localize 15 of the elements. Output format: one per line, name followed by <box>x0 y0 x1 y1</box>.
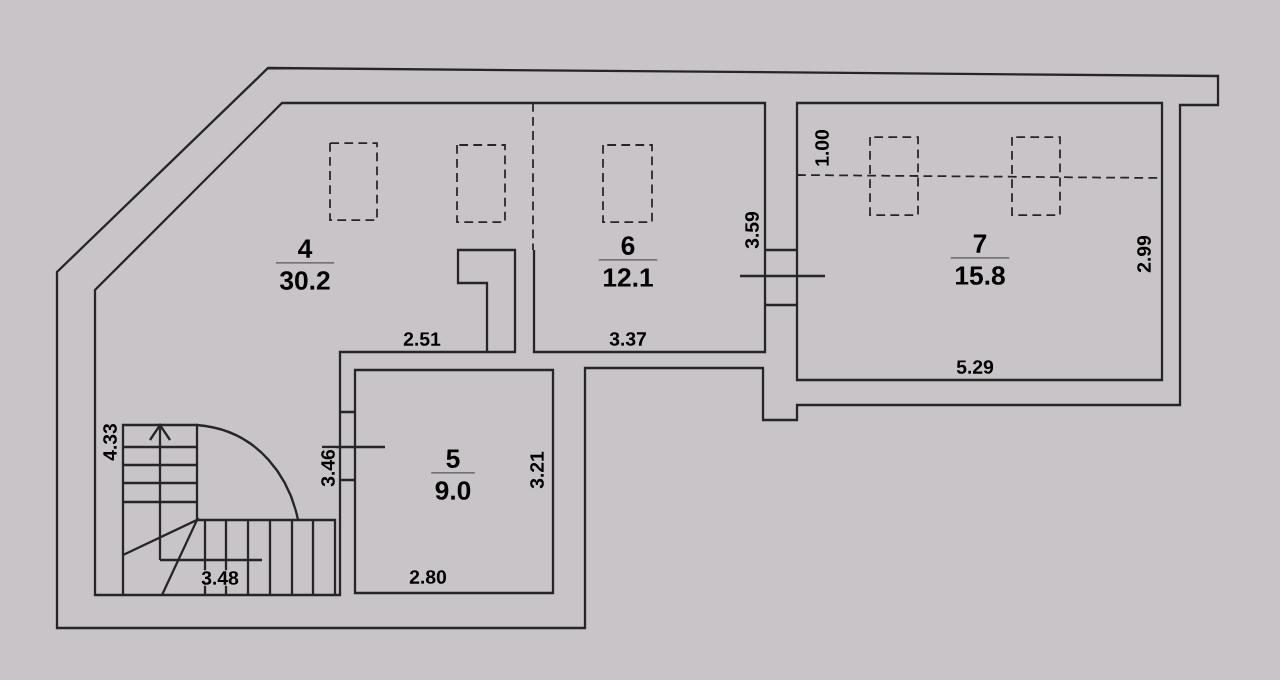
dimension-label: 3.37 <box>608 331 648 347</box>
dimension-label: 3.21 <box>529 450 545 490</box>
dimension-label: 1.00 <box>814 128 830 168</box>
dimension-label: 2.51 <box>402 331 442 347</box>
dimension-label: 3.48 <box>200 570 240 586</box>
room-label: 7 15.8 <box>950 234 1010 285</box>
dimension-label: 2.99 <box>1136 234 1152 274</box>
dimension-label: 3.46 <box>320 448 336 488</box>
dimension-label: 4.33 <box>102 422 118 462</box>
room-label: 6 12.1 <box>598 236 658 287</box>
dimension-label: 3.59 <box>744 210 760 250</box>
dimension-label: 2.80 <box>408 569 448 585</box>
room-label: 4 30.2 <box>275 239 335 290</box>
room-label: 5 9.0 <box>430 449 476 500</box>
dimension-label: 5.29 <box>955 359 995 375</box>
